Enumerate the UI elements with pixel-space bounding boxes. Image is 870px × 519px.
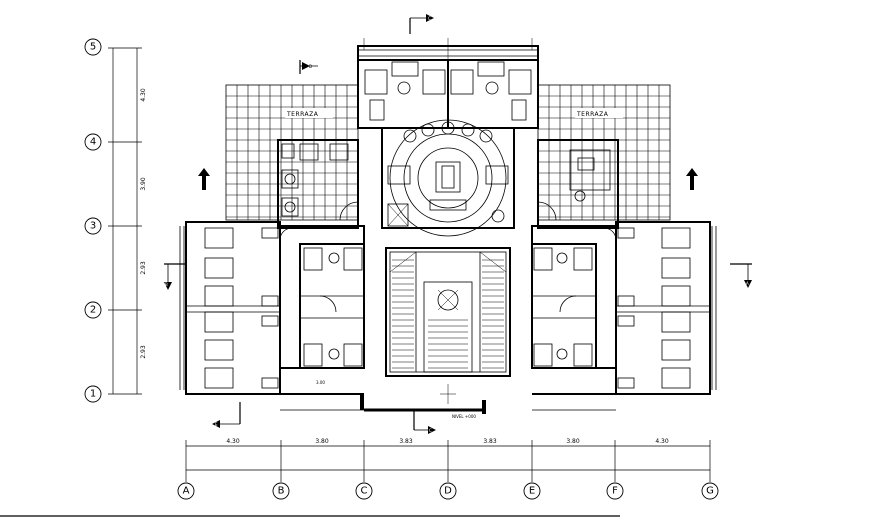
svg-text:1: 1 — [90, 389, 96, 400]
svg-text:D: D — [444, 486, 452, 497]
axis-bubble-col-d: D — [439, 482, 457, 500]
dim-col-e-f: 3.80 — [566, 438, 580, 445]
section-marker-left: B — [164, 263, 186, 290]
svg-text:5: 5 — [90, 42, 96, 53]
level-label: NIVEL +000 — [452, 414, 476, 419]
office-room-right — [537, 139, 619, 229]
svg-text:A: A — [183, 486, 190, 497]
axis-bubble-col-g: G — [701, 482, 719, 500]
elevation-arrow-left — [198, 168, 210, 190]
axis-bubble-row-4: 4 — [84, 133, 102, 151]
section-marker-right: A — [730, 263, 752, 288]
plan-grid-crosses — [363, 38, 533, 404]
svg-text:B: B — [278, 486, 285, 497]
axis-bubble-row-3: 3 — [84, 217, 102, 235]
section-marker-bottom-left: E — [212, 402, 241, 428]
central-lounge — [381, 119, 515, 237]
dim-row-3-4: 3.90 — [140, 177, 147, 191]
dim-row-4-5: 4.30 — [140, 88, 147, 102]
elevation-arrow-right — [686, 168, 698, 190]
row-axis-bubbles: 5 4 3 2 1 — [84, 38, 102, 403]
section-marker-top: C — [409, 14, 434, 34]
dim-col-d-e: 3.83 — [483, 438, 497, 445]
svg-text:C: C — [361, 486, 368, 497]
axis-bubble-col-b: B — [272, 482, 290, 500]
svg-text:C: C — [429, 428, 432, 433]
central-stair — [385, 247, 511, 377]
axis-bubble-row-2: 2 — [84, 301, 102, 319]
svg-text:F: F — [612, 486, 618, 497]
terrace-right-label: TERRAZA — [576, 111, 609, 118]
dim-row-1-2: 2.93 — [140, 345, 147, 359]
svg-text:4: 4 — [90, 137, 96, 148]
axis-bubble-col-f: F — [606, 482, 624, 500]
axis-bubble-col-c: C — [355, 482, 373, 500]
column-axis-bubbles: A B C D E F G — [177, 482, 719, 500]
axis-bubble-col-e: E — [523, 482, 541, 500]
right-dorm-wing — [615, 221, 717, 395]
svg-text:D: D — [309, 64, 312, 69]
horizontal-dimension-chain: 4.30 3.80 3.83 3.83 3.80 4.30 — [185, 438, 711, 482]
dim-col-b-c: 3.80 — [315, 438, 329, 445]
front-facade: 3.00 NIVEL +000 — [280, 380, 616, 419]
stair-dim-label: 3.00 — [316, 380, 325, 385]
svg-text:A: A — [746, 281, 749, 286]
svg-text:G: G — [706, 486, 714, 497]
section-marker-bottom: C — [413, 410, 436, 434]
svg-text:C: C — [428, 16, 431, 21]
terrace-left-label: TERRAZA — [286, 111, 319, 118]
terrace-right: TERRAZA — [537, 84, 671, 221]
svg-text:3: 3 — [90, 221, 96, 232]
dim-col-a-b: 4.30 — [226, 438, 240, 445]
right-bathroom-block — [531, 225, 617, 369]
dim-col-c-d: 3.83 — [399, 438, 413, 445]
dim-col-f-g: 4.30 — [655, 438, 669, 445]
left-bathroom-block — [279, 225, 365, 369]
svg-text:E: E — [215, 422, 218, 427]
axis-bubble-col-a: A — [177, 482, 195, 500]
svg-text:E: E — [529, 486, 535, 497]
vertical-dimension-chain: 4.30 3.90 2.93 2.93 — [108, 47, 147, 395]
axis-bubble-row-1: 1 — [84, 385, 102, 403]
dim-row-2-3: 2.93 — [140, 261, 147, 275]
axis-bubble-row-5: 5 — [84, 38, 102, 56]
terrace-left: TERRAZA — [225, 84, 359, 221]
section-marker-top-left: D — [299, 60, 318, 74]
laundry-room-left — [277, 139, 359, 229]
svg-text:2: 2 — [90, 305, 96, 316]
left-dorm-wing — [179, 221, 281, 395]
svg-text:B: B — [165, 282, 168, 287]
